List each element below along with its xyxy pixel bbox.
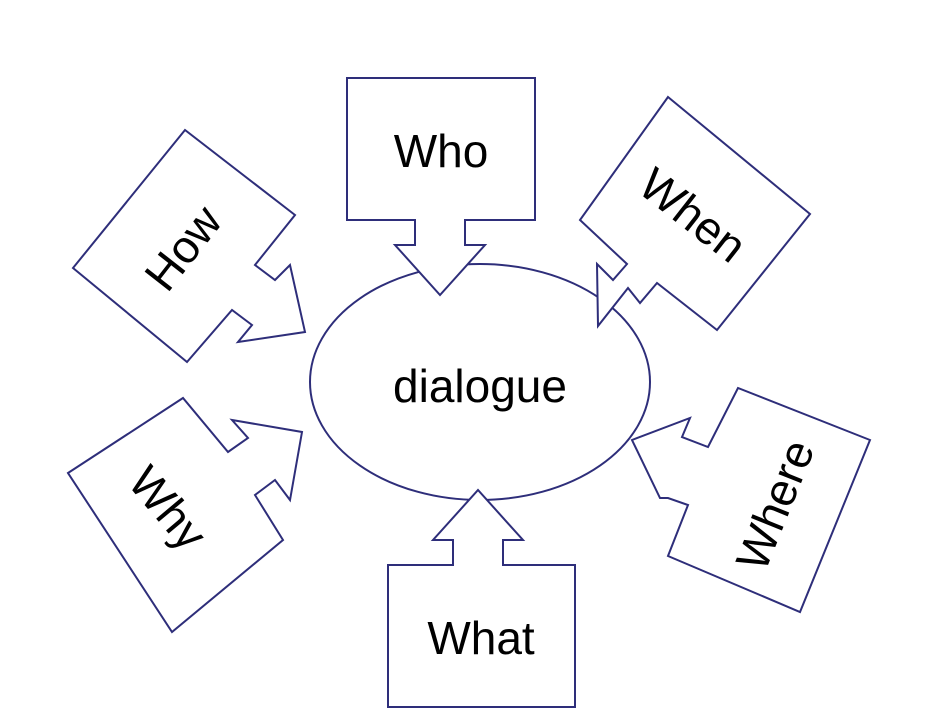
who-label: Who [394,125,489,177]
what-label: What [427,612,535,664]
where-arrow-box [630,386,872,614]
who-arrow-box [346,77,536,297]
why-arrow-box [66,396,304,634]
when-callout: When [578,95,812,332]
when-arrow-box [578,95,812,332]
who-callout: Who [346,77,536,297]
how-callout: How [71,128,307,364]
how-arrow-box [71,128,307,364]
dialogue-label: dialogue [393,360,567,412]
where-callout: Where [630,386,872,614]
what-callout: What [387,488,576,708]
why-callout: Why [66,396,304,634]
what-arrow-box [387,488,576,708]
